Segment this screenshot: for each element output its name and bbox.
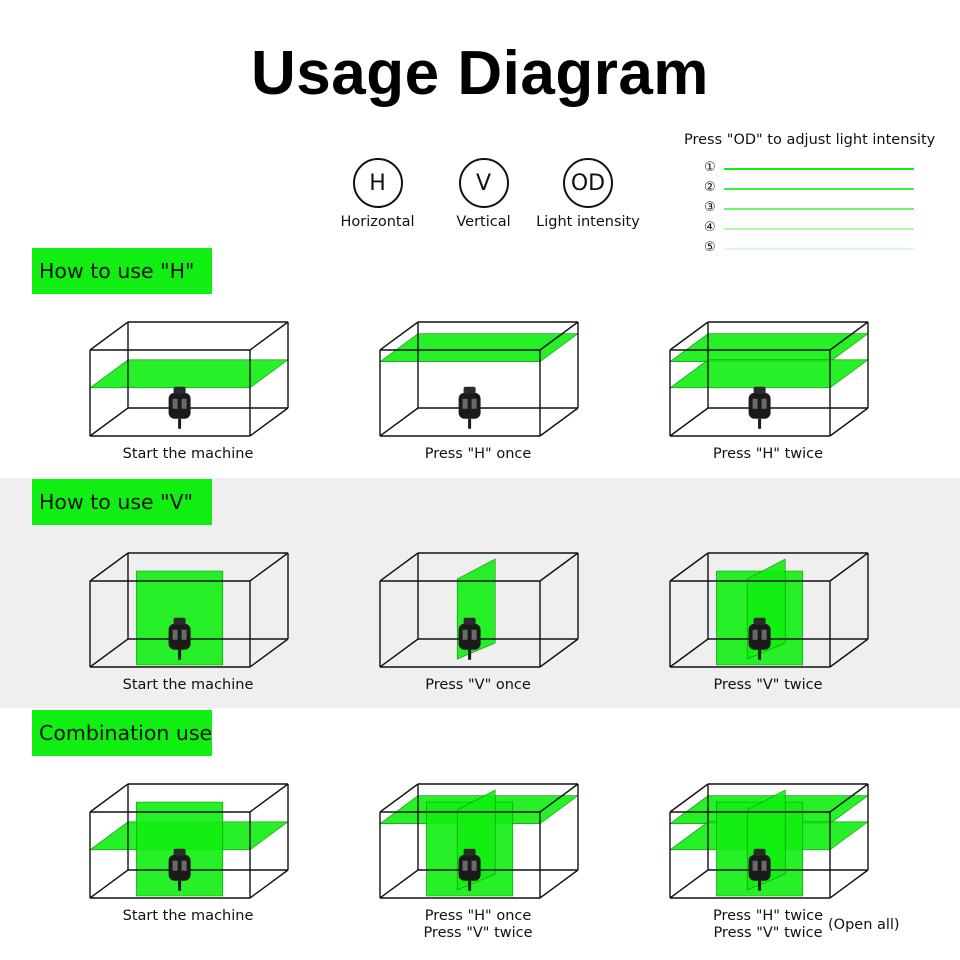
laser-box-diagram <box>379 783 579 899</box>
box-wireframe <box>89 783 289 899</box>
laser-level-device-icon <box>168 617 191 660</box>
box-wireframe <box>669 552 869 668</box>
laser-box-diagram <box>89 321 289 437</box>
diagram-caption: Start the machine <box>88 908 288 925</box>
laser-box-diagram <box>379 552 579 668</box>
intensity-level-3: ③ <box>704 200 924 218</box>
vertical-button-legend: V Vertical <box>436 158 531 230</box>
box-wireframe <box>669 321 869 437</box>
diagram-caption: Press "V" twice <box>668 677 868 694</box>
caption-line: Press "V" once <box>425 677 531 693</box>
laser-level-device-icon <box>458 386 481 429</box>
diagram-cell <box>378 306 598 446</box>
intensity-level-number: ③ <box>704 200 716 215</box>
laser-box-diagram <box>379 321 579 437</box>
vertical-label: Vertical <box>456 214 511 230</box>
laser-level-device-icon <box>748 617 771 660</box>
diagram-cell <box>88 537 308 677</box>
intensity-level-number: ⑤ <box>704 240 716 255</box>
open-all-note: (Open all) <box>828 917 900 933</box>
caption-line: Press "V" twice <box>423 925 533 941</box>
caption-line: Start the machine <box>122 446 254 462</box>
caption-line: Press "H" twice <box>712 446 824 462</box>
laser-box-diagram <box>669 321 869 437</box>
diagram-caption: Start the machine <box>88 446 288 463</box>
intensity-level-1: ① <box>704 160 924 178</box>
v-button-icon: V <box>458 158 509 208</box>
laser-level-device-icon <box>458 848 481 891</box>
intensity-title: Press "OD" to adjust light intensity <box>684 132 936 148</box>
diagram-cell <box>378 537 598 677</box>
laser-plane-h-top <box>379 333 579 363</box>
laser-plane-h-mid <box>669 359 869 389</box>
laser-level-device-icon <box>748 848 771 891</box>
diagram-caption: Press "H" twice <box>668 446 868 463</box>
box-wireframe <box>89 321 289 437</box>
laser-plane-h-top <box>669 333 869 363</box>
intensity-level-4: ④ <box>704 220 924 238</box>
diagram-cell <box>668 306 888 446</box>
laser-level-device-icon <box>748 386 771 429</box>
diagram-cell <box>668 537 888 677</box>
intensity-level-number: ① <box>704 160 716 175</box>
diagram-cell <box>378 768 598 908</box>
intensity-line <box>724 248 914 250</box>
od-button-icon: OD <box>563 158 613 208</box>
diagram-caption: Start the machine <box>88 677 288 694</box>
caption-line: Press "V" twice <box>713 925 823 941</box>
intensity-line <box>724 188 914 190</box>
intensity-level-2: ② <box>704 180 924 198</box>
diagram-caption: Press "H" once <box>378 446 578 463</box>
section-label: Combination use <box>32 710 212 756</box>
intensity-line <box>724 208 914 210</box>
caption-line: Press "V" twice <box>713 677 823 693</box>
caption-line: Start the machine <box>122 908 254 924</box>
light-intensity-label: Light intensity <box>536 214 640 230</box>
diagram-caption: Press "V" once <box>378 677 578 694</box>
page-title: Usage Diagram <box>251 39 709 108</box>
caption-line: Start the machine <box>122 677 254 693</box>
section-label: How to use "V" <box>32 479 212 525</box>
diagram-cell <box>88 306 308 446</box>
caption-line: Press "H" twice <box>712 908 824 924</box>
h-button-icon: H <box>352 158 403 208</box>
intensity-level-number: ② <box>704 180 716 195</box>
intensity-level-5: ⑤ <box>704 240 924 258</box>
intensity-line <box>724 168 914 170</box>
intensity-line <box>724 228 914 230</box>
horizontal-label: Horizontal <box>340 214 415 230</box>
box-wireframe <box>379 552 579 668</box>
laser-box-diagram <box>89 783 289 899</box>
caption-line: Press "H" once <box>424 908 532 924</box>
box-wireframe <box>379 783 579 899</box>
laser-level-device-icon <box>168 386 191 429</box>
laser-box-diagram <box>669 552 869 668</box>
caption-line: Press "H" once <box>424 446 532 462</box>
section-label: How to use "H" <box>32 248 212 294</box>
intensity-legend: Press "OD" to adjust light intensity ① ② ③… <box>684 132 944 255</box>
diagram-cell <box>668 768 888 908</box>
od-button-legend: OD Light intensity <box>533 158 643 230</box>
box-wireframe <box>669 783 869 899</box>
diagram-cell <box>88 768 308 908</box>
laser-level-device-icon <box>458 617 481 660</box>
laser-level-device-icon <box>168 848 191 891</box>
laser-box-diagram <box>89 552 289 668</box>
intensity-level-number: ④ <box>704 220 716 235</box>
laser-plane-h-mid <box>89 359 289 389</box>
laser-box-diagram <box>669 783 869 899</box>
box-wireframe <box>379 321 579 437</box>
horizontal-button-legend: H Horizontal <box>330 158 425 230</box>
box-wireframe <box>89 552 289 668</box>
